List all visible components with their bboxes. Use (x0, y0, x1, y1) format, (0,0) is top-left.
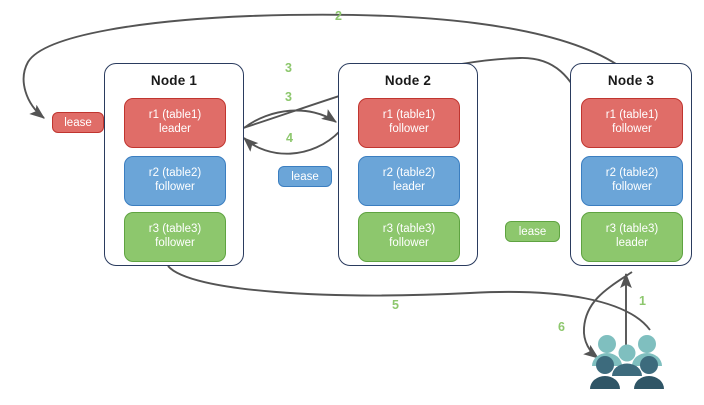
node-title: Node 1 (150, 73, 198, 88)
replica-role: follower (155, 181, 195, 193)
replica-role: follower (612, 181, 652, 193)
lease-badge-table3[interactable]: lease (505, 221, 560, 242)
lease-badge-table2[interactable]: lease (278, 166, 332, 187)
replica-node2-r3[interactable]: r3 (table3) follower (358, 212, 460, 262)
replica-role: leader (393, 181, 425, 193)
replica-name: r1 (table1) (382, 109, 436, 122)
replica-name: r1 (table1) (605, 109, 659, 122)
replica-name: r1 (table1) (148, 109, 202, 122)
replica-role: leader (159, 123, 191, 135)
replica-node2-r1[interactable]: r1 (table1) follower (358, 98, 460, 148)
edge-label-6: 6 (558, 320, 565, 334)
replica-node1-r3[interactable]: r3 (table3) follower (124, 212, 226, 262)
edge-label-2: 2 (335, 9, 342, 23)
replica-role: follower (389, 237, 429, 249)
edge-label-4: 4 (286, 131, 293, 145)
replica-name: r3 (table3) (605, 223, 659, 236)
replica-name: r2 (table2) (382, 167, 436, 180)
replica-role: follower (389, 123, 429, 135)
replica-node3-r2[interactable]: r2 (table2) follower (581, 156, 683, 206)
replica-node2-r2[interactable]: r2 (table2) leader (358, 156, 460, 206)
lease-badge-table1[interactable]: lease (52, 112, 104, 133)
replica-name: r3 (table3) (382, 223, 436, 236)
edge-label-3b: 3 (285, 90, 292, 104)
edge-label-3a: 3 (285, 61, 292, 75)
users-icon (590, 335, 664, 389)
replica-node3-r1[interactable]: r1 (table1) follower (581, 98, 683, 148)
node-container-node3[interactable]: Node 3 r1 (table1) follower r2 (table2) … (570, 63, 692, 266)
node-title: Node 3 (607, 73, 655, 88)
edge-label-1: 1 (639, 294, 646, 308)
edge-label-5: 5 (392, 298, 399, 312)
edge-3-request-to-node2 (243, 109, 337, 129)
replica-node1-r2[interactable]: r2 (table2) follower (124, 156, 226, 206)
node-container-node2[interactable]: Node 2 r1 (table1) follower r2 (table2) … (338, 63, 478, 266)
replica-name: r3 (table3) (148, 223, 202, 236)
replica-name: r2 (table2) (605, 167, 659, 180)
replica-role: follower (612, 123, 652, 135)
replica-node1-r1[interactable]: r1 (table1) leader (124, 98, 226, 148)
replica-role: follower (155, 237, 195, 249)
replica-name: r2 (table2) (148, 167, 202, 180)
edge-5-bottom-arc (167, 265, 651, 331)
node-title: Node 2 (384, 73, 432, 88)
replica-node3-r3[interactable]: r3 (table3) leader (581, 212, 683, 262)
replica-role: leader (616, 237, 648, 249)
node-container-node1[interactable]: Node 1 r1 (table1) leader r2 (table2) fo… (104, 63, 244, 266)
